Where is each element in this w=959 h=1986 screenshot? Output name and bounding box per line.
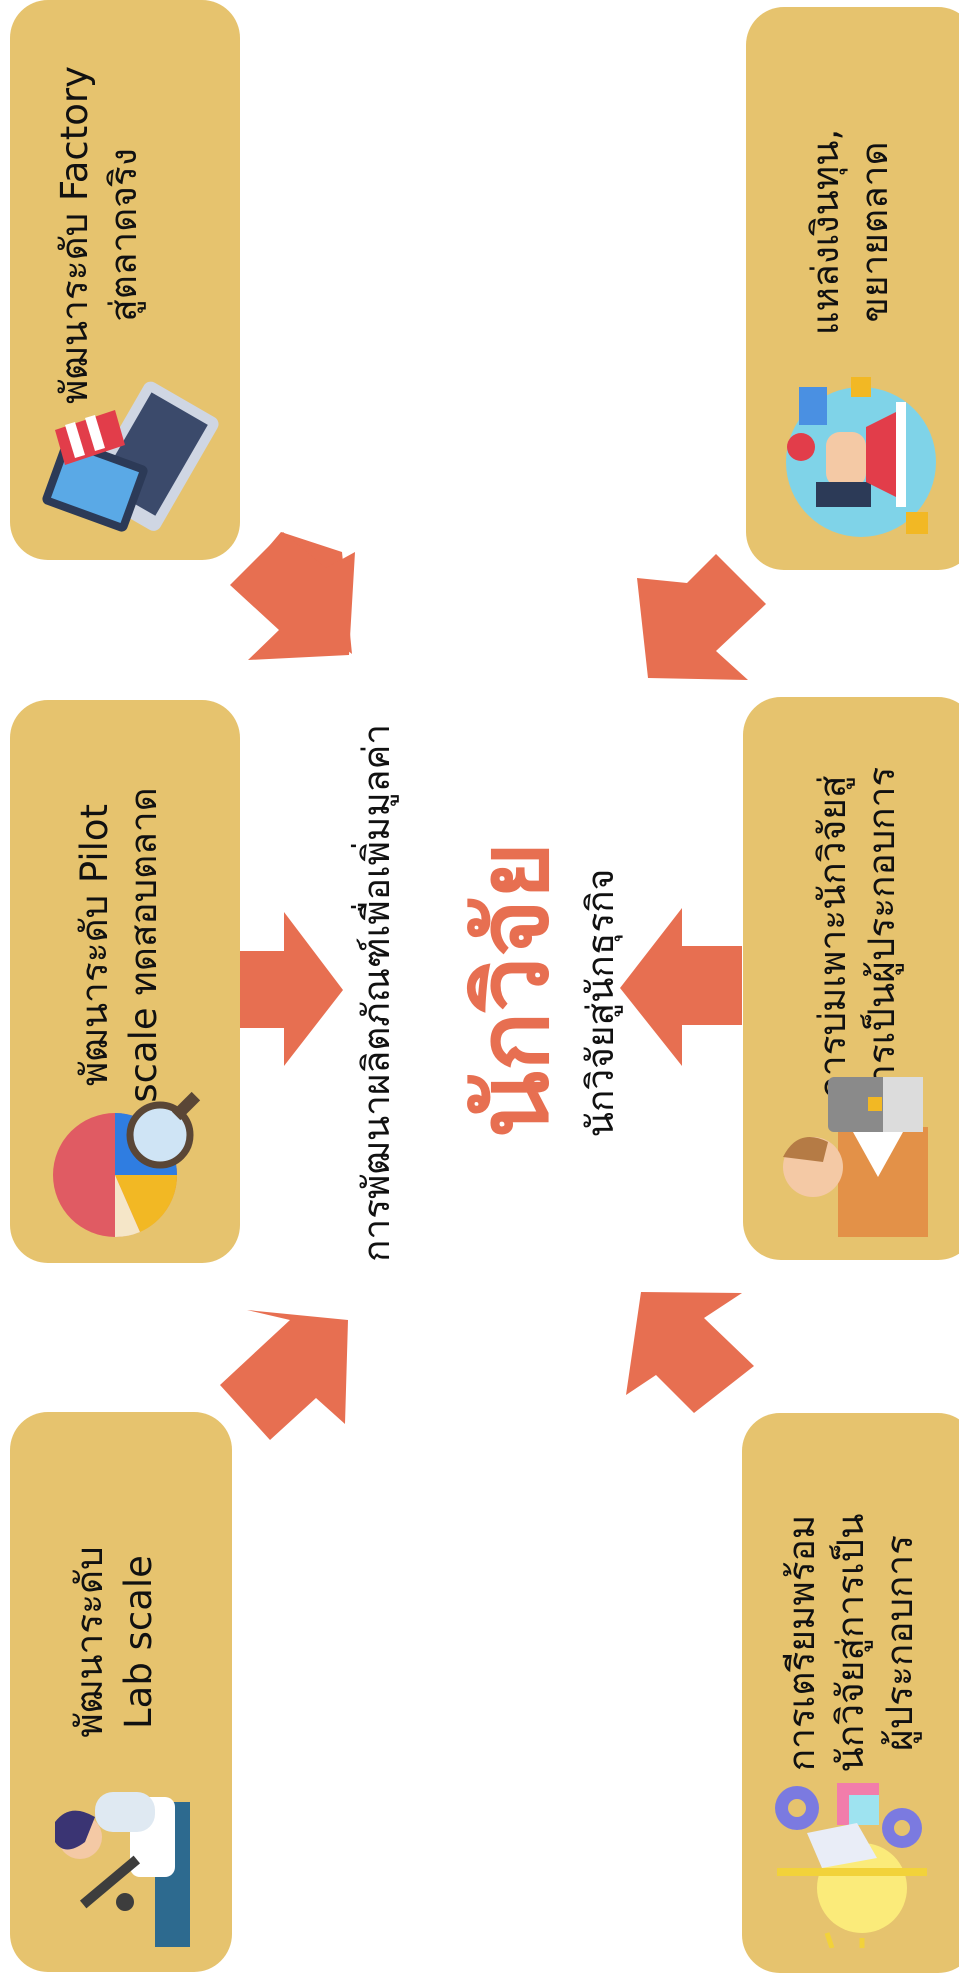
step-box-factory: พัฒนาระดับ Factory สู่ตลาดจริง (10, 0, 240, 560)
arrow-right-middle (620, 908, 742, 1066)
arrow-right-bottom (626, 1292, 754, 1413)
arrow-left-top-shape (230, 532, 355, 660)
step-box-incubation: การบ่มเพาะนักวิจัยสู่ การเป็นผู้ประกอบกา… (743, 697, 959, 1260)
center-subtitle: การพัฒนาผลิตภัณฑ์เพื่อเพิ่มมูลค่า (355, 723, 398, 1263)
idea-gears-bulb-icon (775, 1783, 927, 1948)
online-shop-laptop-icon (42, 381, 219, 532)
step-box-pilot: พัฒนาระดับ Pilot scale ทดสอบตลาด (10, 700, 240, 1263)
arrow-left-bottom (220, 1310, 348, 1440)
arrow-right-top (637, 554, 766, 680)
center-tagline: นักวิจัยสู่นักธุรกิจ (579, 868, 622, 1138)
step-box-funding: แหล่งเงินทุน, ขยายตลาด (746, 7, 959, 570)
marketing-megaphone-icon (786, 377, 936, 537)
center-title: นักวิจัย (457, 841, 571, 1139)
step-box-lab: พัฒนาระดับ Lab scale (10, 1412, 232, 1972)
businessman-briefcase-icon (783, 1077, 928, 1237)
arrow-left-middle (223, 912, 343, 1066)
step-box-preparation: การเตรียมพร้อม นักวิจัยสู่การเป็น ผู้ประ… (742, 1413, 959, 1973)
scientist-microscope-icon (55, 1792, 190, 1947)
pie-chart-magnifier-icon (53, 1091, 201, 1238)
